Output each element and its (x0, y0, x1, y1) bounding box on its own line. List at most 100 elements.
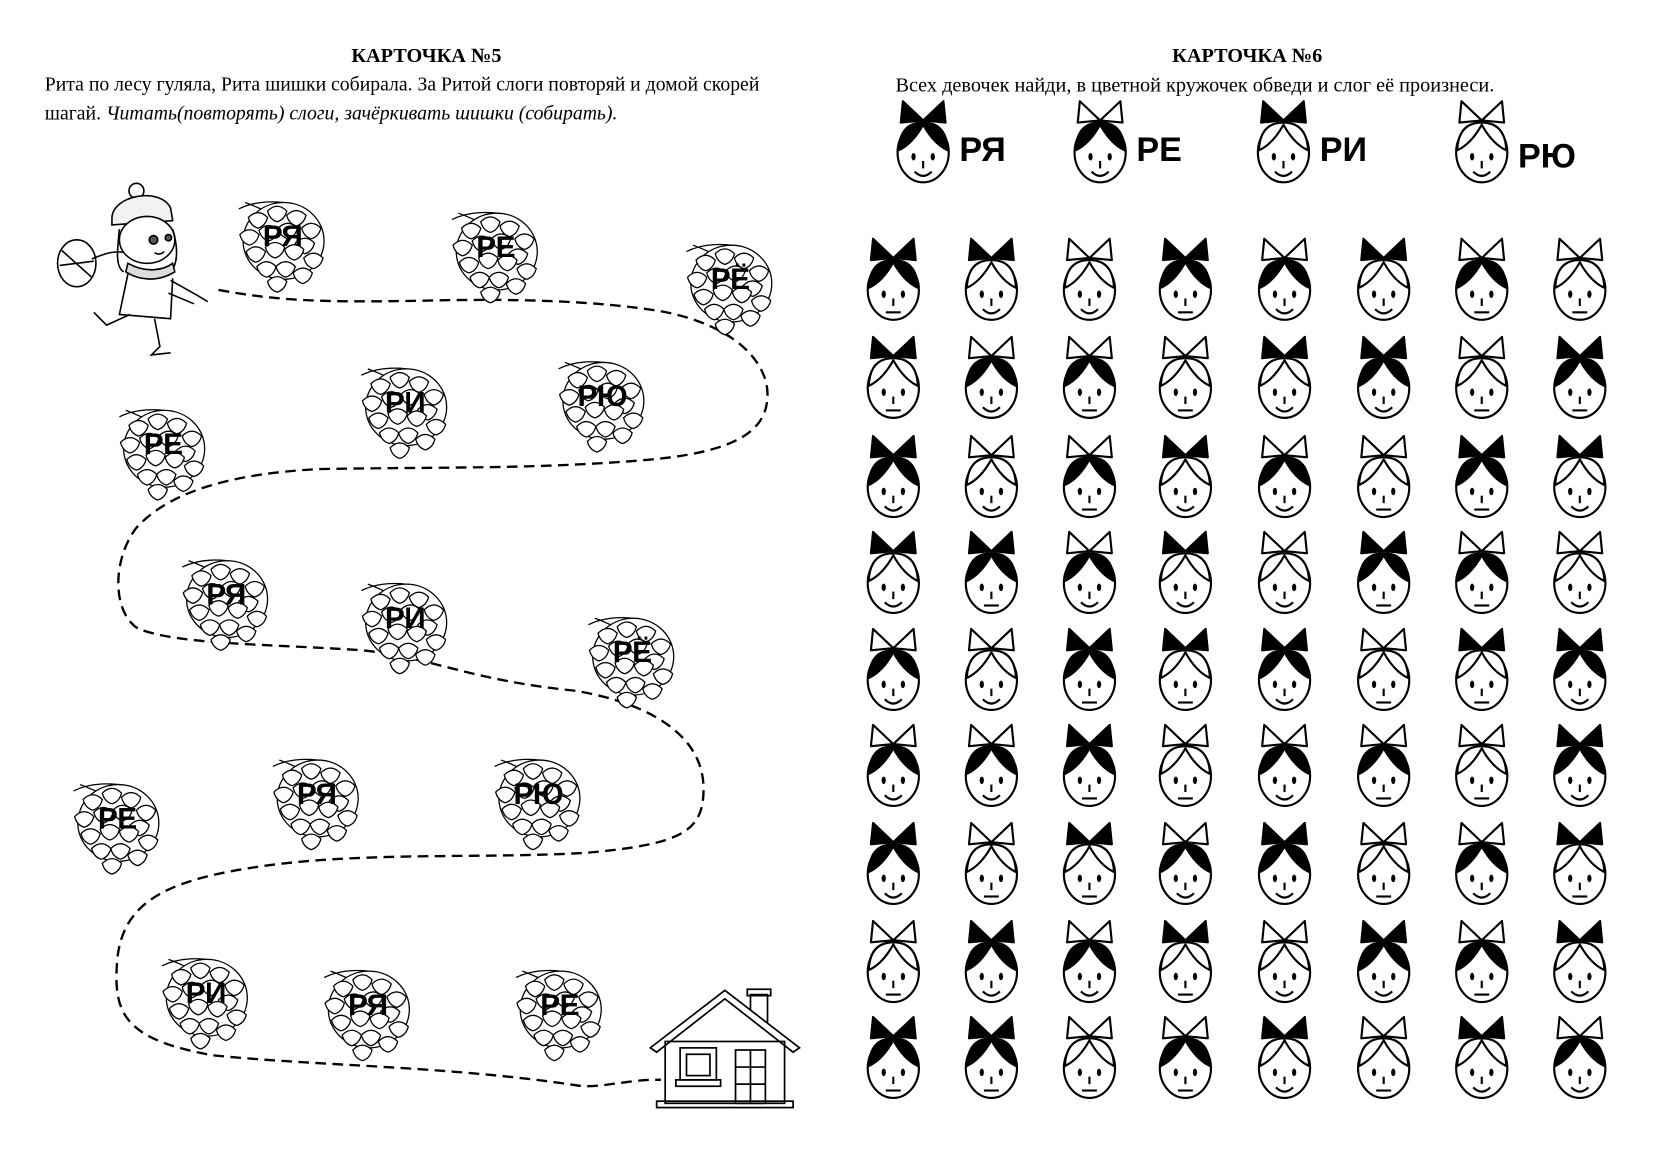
girl-face-icon[interactable] (1153, 821, 1217, 906)
girl-face-icon[interactable] (1253, 627, 1317, 712)
girl-face-icon[interactable] (1352, 919, 1416, 1004)
face-icon[interactable] (1352, 627, 1416, 712)
face-icon[interactable] (1057, 434, 1121, 519)
face-icon[interactable] (1548, 821, 1612, 906)
face-icon[interactable] (959, 1015, 1023, 1100)
face-icon[interactable] (1352, 530, 1416, 615)
pinecone-icon[interactable] (448, 207, 544, 304)
pinecone-syllable: РЁ (710, 262, 750, 296)
face-icon[interactable] (861, 335, 925, 420)
girl-face-icon[interactable] (861, 434, 925, 519)
face-icon[interactable] (1450, 919, 1514, 1004)
pinecone-syllable: РЕ (143, 427, 183, 461)
face-icon[interactable] (1352, 434, 1416, 519)
pinecone-icon[interactable] (357, 578, 453, 675)
pinecone-icon[interactable] (158, 953, 254, 1050)
face-icon[interactable] (1450, 723, 1514, 808)
pinecone-icon[interactable] (115, 404, 211, 501)
face-icon[interactable] (1153, 723, 1217, 808)
girl-face-icon[interactable] (1253, 723, 1317, 808)
pinecone-syllable: РЕ (476, 230, 516, 264)
girl-face-icon[interactable] (1548, 1015, 1612, 1100)
face-icon[interactable] (861, 919, 925, 1004)
pinecone-syllable: РЯ (347, 988, 388, 1022)
pinecone-icon[interactable] (357, 362, 453, 460)
girl-face-icon[interactable] (1253, 821, 1317, 906)
girl-face-icon[interactable] (1548, 723, 1612, 808)
girl-face-icon[interactable] (861, 530, 925, 615)
face-icon[interactable] (861, 237, 925, 322)
girl-face-icon[interactable] (959, 335, 1023, 420)
girl-face-icon[interactable] (1057, 237, 1121, 322)
face-icon[interactable] (1057, 723, 1121, 808)
pinecone-icon[interactable] (584, 612, 680, 709)
girl-face-icon[interactable] (1352, 335, 1416, 420)
girl-face-icon[interactable] (861, 723, 925, 808)
girl-face-icon[interactable] (1450, 821, 1514, 906)
girl-face-icon[interactable] (1057, 530, 1121, 615)
girl-face-icon[interactable] (1153, 530, 1217, 615)
face-icon[interactable] (1352, 821, 1416, 906)
girl-face-icon[interactable] (1253, 237, 1317, 322)
legend-syllable: РЯ (959, 130, 1006, 169)
face-icon[interactable] (1153, 627, 1217, 712)
card6-instruction: Всех девочек найди, в цветной кружочек о… (895, 74, 1495, 98)
face-icon[interactable] (1450, 237, 1514, 322)
face-icon[interactable] (1450, 434, 1514, 519)
face-icon[interactable] (1153, 335, 1217, 420)
pinecone-icon[interactable] (320, 965, 416, 1062)
pinecone-icon[interactable] (490, 754, 586, 851)
face-icon[interactable] (1057, 1015, 1121, 1100)
face-icon[interactable] (1153, 237, 1217, 322)
pinecone-syllable: РИ (384, 601, 426, 635)
girl-face-icon[interactable] (1450, 1015, 1514, 1100)
girl-face-icon[interactable] (1253, 1015, 1317, 1100)
legend-girl-face-icon (1251, 99, 1315, 184)
face-icon[interactable] (959, 530, 1023, 615)
face-icon[interactable] (1548, 237, 1612, 322)
girl-face-icon[interactable] (861, 821, 925, 906)
face-icon[interactable] (1450, 530, 1514, 615)
pinecone-icon[interactable] (178, 554, 274, 651)
girl-face-icon[interactable] (1153, 434, 1217, 519)
face-icon[interactable] (959, 821, 1023, 906)
pinecone-icon[interactable] (269, 754, 365, 851)
pinecone-icon[interactable] (554, 356, 650, 453)
girl-face-icon[interactable] (1548, 530, 1612, 615)
face-icon[interactable] (1057, 821, 1121, 906)
face-icon[interactable] (1450, 627, 1514, 712)
girl-face-icon[interactable] (959, 237, 1023, 322)
girl-face-icon[interactable] (861, 627, 925, 712)
legend-girl-face-icon (1450, 99, 1514, 184)
card5-text: Рита по лесу гуляла, Рита шишки собирала… (44, 74, 760, 125)
girl-face-icon[interactable] (1548, 627, 1612, 712)
girl-face-icon[interactable] (959, 627, 1023, 712)
legend-girl-face-icon (1068, 99, 1132, 184)
girl-face-icon[interactable] (1057, 919, 1121, 1004)
girl-face-icon[interactable] (1253, 919, 1317, 1004)
girl-face-icon[interactable] (959, 723, 1023, 808)
legend-syllable: РЮ (1517, 136, 1576, 175)
girl-face-icon[interactable] (1548, 434, 1612, 519)
face-icon[interactable] (1450, 335, 1514, 420)
girl-face-icon[interactable] (1548, 919, 1612, 1004)
girl-face-icon[interactable] (1352, 237, 1416, 322)
pinecone-icon[interactable] (512, 965, 608, 1062)
face-icon[interactable] (1548, 335, 1612, 420)
face-icon[interactable] (1057, 335, 1121, 420)
face-icon[interactable] (861, 1015, 925, 1100)
face-icon[interactable] (1153, 1015, 1217, 1100)
girl-face-icon[interactable] (1253, 434, 1317, 519)
face-icon[interactable] (1153, 919, 1217, 1004)
face-icon[interactable] (1352, 1015, 1416, 1100)
pinecone-icon[interactable] (682, 239, 778, 336)
girl-face-icon[interactable] (959, 434, 1023, 519)
pinecone-icon[interactable] (235, 196, 331, 293)
face-icon[interactable] (1057, 627, 1121, 712)
face-icon[interactable] (1352, 723, 1416, 808)
girl-face-icon[interactable] (1253, 335, 1317, 420)
girl-face-icon[interactable] (959, 919, 1023, 1004)
pinecone-icon[interactable] (69, 778, 165, 875)
girl-face-icon[interactable] (1253, 530, 1317, 615)
